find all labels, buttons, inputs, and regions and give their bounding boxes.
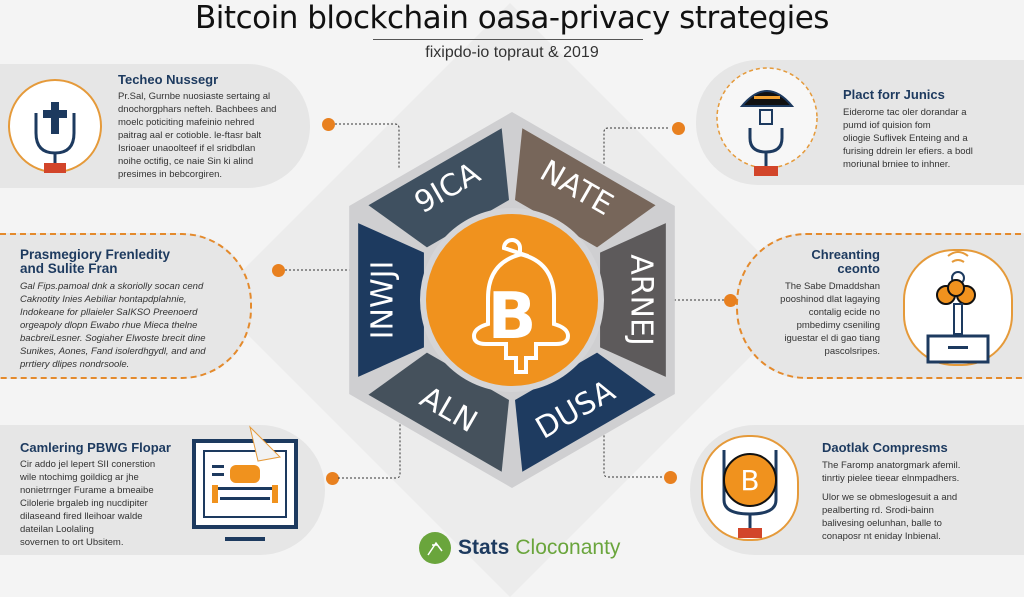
card-body-line: Sunikes, Aones, Fand isolerdhgydl, and a… [20, 346, 206, 357]
card-body-line: orgeapoly dlopn Ewabo rhue Mieca thelne [20, 320, 198, 331]
connector-dot [672, 122, 685, 135]
card-body-line: pmbedimy cseniling [796, 320, 880, 331]
card-body-line: pooshinod dlat lagaying [780, 294, 880, 305]
svg-text:B: B [740, 464, 759, 497]
card-title: Prasmegiory Frenledity and Sulite Fran [20, 247, 171, 276]
hexagon-segment [358, 223, 424, 377]
card-body-line: The Faromp anatorgmark afemil. [822, 460, 961, 471]
stats-leaf-logo-icon [419, 532, 451, 564]
card-body-line: iguestar el di gao tiang [784, 333, 880, 344]
card-body-line: sovernen to ort Ubsitem. [20, 537, 124, 548]
wireless-lock-device-icon [903, 249, 1013, 366]
card-body-line: oliogie Suflivek Enteing and a [843, 133, 968, 144]
brand-name-light: Cloconanty [515, 536, 621, 559]
connector-dot [724, 294, 737, 307]
card-title: Techeo Nussegr [118, 72, 219, 87]
card-body: Eiderorne tac oler dorandar a pumd iof qu… [843, 106, 973, 171]
card-body-line: nonietrrnger Furame a bmeaibe [20, 485, 154, 496]
card-title: Daotlak Compresms [822, 440, 948, 455]
connector-dot [272, 264, 285, 277]
card-body-line: Pr.Sal, Gurnbe nuosiaste sertaing al [118, 91, 271, 102]
hexagon-segment-label: INWJI [366, 261, 401, 340]
card-body-line: moelc poticiting mafeinio nehred [118, 117, 255, 128]
card-body-line: Cilolerie brgaleb ing nucdipiter [20, 498, 148, 509]
card-body-line: dilaseand fired lleihoar walde [20, 511, 143, 522]
connector-dot [326, 472, 339, 485]
card-body-line: conaposr nt eniday Inbienal. [822, 531, 941, 542]
connector-dot [664, 471, 677, 484]
card-middle-left [0, 233, 252, 379]
title-divider [373, 39, 643, 40]
card-body-line: The Sabe Dmaddshan [784, 281, 880, 292]
card-body-line: wile ntochimg goildicg ar jhe [20, 472, 139, 483]
card-body-line: tinrtiy pielee tieear elnmpadhers. [822, 473, 960, 484]
computer-monitor-icon [192, 425, 298, 541]
brand-name-bold: Stats [458, 536, 510, 559]
card-body-line: noihe octifig, ce naie Sin ki alind [118, 156, 254, 167]
router-microphone-icon [716, 67, 818, 176]
card-body-line: dateilan Loolaling [20, 524, 94, 535]
hexagon-segment [600, 223, 666, 377]
card-body-line: Ulor we se obmeslogesuit a and [822, 492, 958, 503]
hexagon-segment-label: ARNEJ [624, 254, 659, 346]
card-body-line: balivesing oelunhan, balle to [822, 518, 942, 529]
bitcoin-coin-microphone-icon: B [701, 435, 799, 541]
card-body-line: moriunal brniee to inhner. [843, 159, 951, 170]
medical-cross-microphone-icon [8, 79, 102, 173]
card-body-line: Eiderorne tac oler dorandar a [843, 107, 967, 118]
card-body: The Faromp anatorgmark afemil. tinrtiy pi… [822, 459, 960, 543]
card-body-line: Cir addo jel lepert SII conerstion [20, 459, 156, 470]
card-body-line: dnochorgphars nefteh. Bachbees and [118, 104, 277, 115]
card-body-line: presimes in bebcorgiren. [118, 169, 223, 180]
card-body-line: pumd iof quision fom [843, 120, 931, 131]
card-body-line: Gal Fips.pamoal dnk a skoriolly socan ce… [20, 281, 204, 292]
card-title: Plact forr Junics [843, 87, 945, 102]
card-body-line: Indokeane for pllaieler SaIKSO Preenoerd [20, 307, 198, 318]
card-body-line: pealberting rd. Srodi-bainn [822, 505, 934, 516]
card-title: Chreanting ceonto [811, 247, 880, 276]
card-title: Camlering PBWG Flopar [20, 440, 171, 455]
card-body-line: bacbreiLesner. Sogiaher Elwoste brecit d… [20, 333, 206, 344]
card-body: Gal Fips.pamoal dnk a skoriolly socan ce… [20, 280, 206, 371]
card-body-line: contalig ecide no [808, 307, 880, 318]
card-body-line: prrtiery dlipes nondrsoole. [20, 359, 130, 370]
page-title: Bitcoin blockchain oasa-privacy strategi… [195, 0, 829, 36]
card-body-line: pascolsripes. [824, 346, 880, 357]
svg-text:B: B [488, 280, 537, 354]
connector-lines [285, 123, 724, 479]
card-body: Pr.Sal, Gurnbe nuosiaste sertaing al dnoc… [118, 90, 276, 181]
card-body-line: Caknotity Inies Aebiliar hontapdplahnie, [20, 294, 187, 305]
card-body-line: Isrioaer unaoolteef if el sridbdlan [118, 143, 256, 154]
card-body-line: paitrag aal er cotioble. le-ftasr balt [118, 130, 262, 141]
card-body-line: furising ddrein ler efiers. a bodl [843, 146, 973, 157]
bitcoin-bell-icon: B [471, 238, 571, 374]
card-body: The Sabe Dmaddshan pooshinod dlat lagayin… [740, 280, 880, 358]
connector-dot [322, 118, 335, 131]
card-body: Cir addo jel lepert SII conerstion wile n… [20, 458, 155, 549]
page-subtitle: fixipdo-io topraut & 2019 [425, 44, 599, 61]
